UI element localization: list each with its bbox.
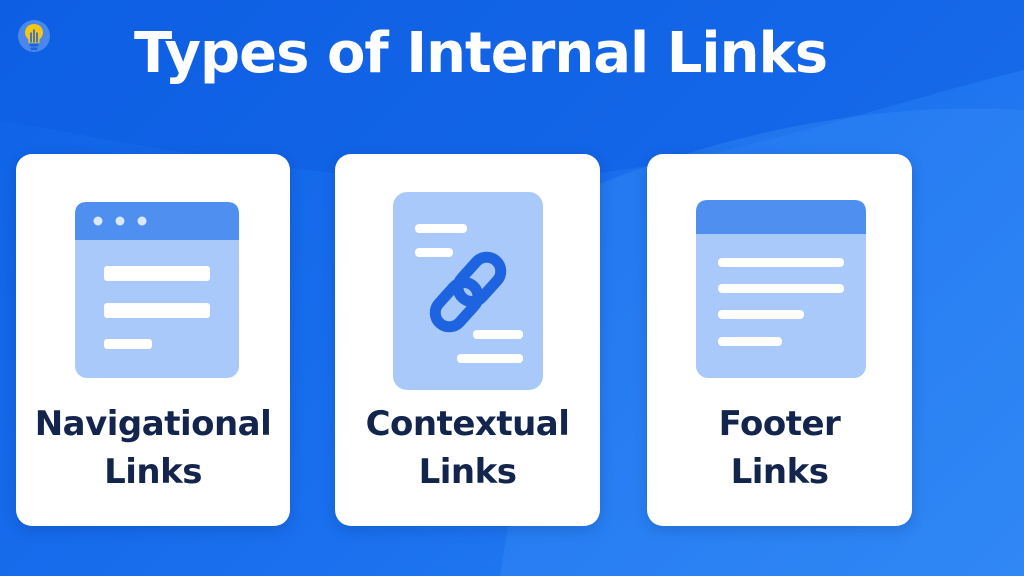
card-navigational-links[interactable]: Navigational Links (16, 154, 290, 526)
browser-window-icon (75, 202, 239, 378)
chain-link-document-icon (393, 192, 543, 390)
card-footer-links[interactable]: Footer Links (647, 154, 912, 526)
card-label-contextual: Contextual Links (365, 404, 570, 492)
card-label-footer: Footer Links (718, 404, 841, 492)
page-layout-icon (696, 200, 866, 378)
page-title: Types of Internal Links (134, 21, 828, 86)
lightbulb-icon (18, 20, 50, 52)
card-label-navigational: Navigational Links (34, 404, 272, 492)
card-contextual-links[interactable]: Contextual Links (335, 154, 600, 526)
